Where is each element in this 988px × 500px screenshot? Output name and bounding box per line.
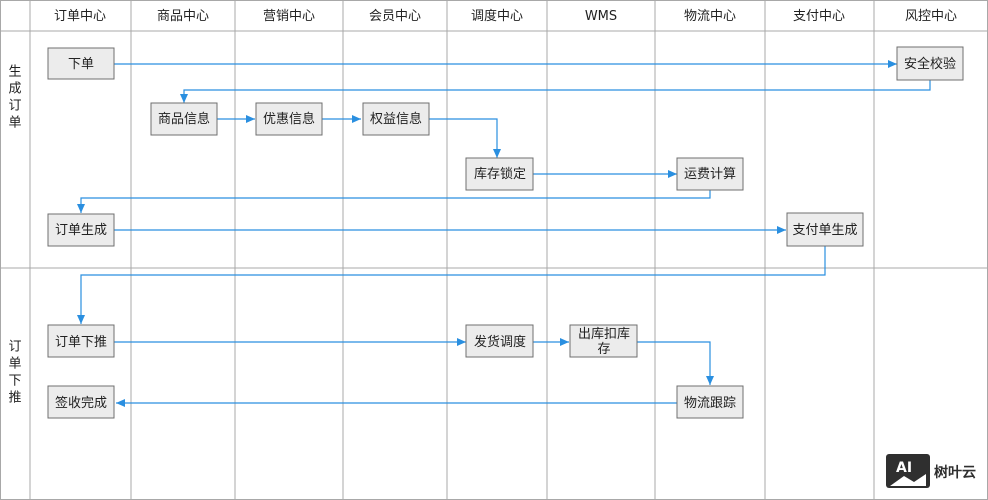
node-inventory-lock[interactable]: 库存锁定: [465, 157, 534, 191]
node-box: [786, 212, 864, 247]
node-label: 权益信息: [370, 111, 422, 127]
column-header-marketing-center: 营销中心: [263, 9, 315, 24]
node-label: 发货调度: [474, 334, 526, 350]
node-box: [465, 324, 534, 358]
node-order-generate[interactable]: 订单生成: [47, 213, 115, 247]
node-box: [47, 213, 115, 247]
column-header-product-center: 商品中心: [157, 9, 209, 24]
node-order-push[interactable]: 订单下推: [47, 324, 115, 358]
node-logistics-track[interactable]: 物流跟踪: [676, 385, 744, 419]
logo-wave-icon: [890, 474, 926, 486]
node-label-line-2: 存: [597, 342, 610, 357]
column-header-payment-center: 支付中心: [793, 9, 845, 24]
node-benefit-info[interactable]: 权益信息: [362, 102, 430, 136]
logo-text: 树叶云: [934, 464, 976, 481]
connector-arrow: [77, 246, 826, 324]
node-delivery-dispatch[interactable]: 发货调度: [465, 324, 534, 358]
node-payment-generate[interactable]: 支付单生成: [786, 212, 864, 247]
node-place-order[interactable]: 下单: [47, 47, 115, 80]
column-header-risk-control-center: 风控中心: [905, 9, 957, 24]
node-label: 商品信息: [158, 111, 210, 127]
node-label: 优惠信息: [263, 111, 315, 127]
node-box: [676, 385, 744, 419]
node-outbound-deduct[interactable]: 出库扣库 存: [569, 324, 638, 358]
node-box: [362, 102, 430, 136]
node-box: [150, 102, 218, 136]
node-label: 物流跟踪: [684, 396, 736, 411]
node-security-check[interactable]: 安全校验: [896, 46, 964, 81]
column-header-wms: WMS: [585, 9, 617, 24]
node-box: [47, 324, 115, 358]
column-headers: 订单中心 商品中心 营销中心 会员中心 调度中心 WMS 物流中心 支付中心 风…: [54, 8, 957, 24]
node-box: [47, 385, 115, 419]
flow-nodes: 下单 安全校验 商品信息 优惠信息 权益信息 库存锁定 运费计算 订单生成: [47, 46, 964, 419]
node-box: [896, 46, 964, 81]
lane-label-generate-order: 生成订单: [8, 65, 21, 131]
node-label: 订单下推: [55, 335, 107, 350]
lane-label-order-push: 订单下推: [8, 340, 21, 406]
column-header-member-center: 会员中心: [369, 9, 421, 24]
node-discount-info[interactable]: 优惠信息: [255, 102, 323, 136]
column-header-dispatch-center: 调度中心: [471, 8, 523, 24]
connector-arrow: [637, 341, 714, 385]
connector-arrow: [77, 190, 711, 213]
logo-mark-text: AI: [896, 460, 912, 476]
column-header-order-center: 订单中心: [54, 9, 106, 24]
node-box: [569, 324, 638, 358]
node-label: 下单: [68, 57, 94, 72]
connector-arrow: [180, 80, 931, 103]
column-header-logistics-center: 物流中心: [684, 9, 736, 24]
node-label: 支付单生成: [792, 223, 857, 238]
node-box: [465, 157, 534, 191]
node-box: [47, 47, 115, 80]
flow-connectors: [77, 60, 931, 407]
node-box: [255, 102, 323, 136]
node-label: 订单生成: [55, 223, 107, 238]
node-product-info[interactable]: 商品信息: [150, 102, 218, 136]
node-label: 运费计算: [684, 167, 736, 182]
node-receipt-complete[interactable]: 签收完成: [47, 385, 115, 419]
node-label: 库存锁定: [474, 166, 526, 182]
node-label: 签收完成: [55, 395, 107, 411]
node-label: 安全校验: [904, 56, 956, 72]
node-box: [676, 157, 744, 191]
logo: AI 树叶云: [886, 454, 976, 488]
node-label-line-1: 出库扣库: [578, 326, 630, 342]
connector-arrow: [429, 118, 501, 158]
node-freight-calc[interactable]: 运费计算: [676, 157, 744, 191]
